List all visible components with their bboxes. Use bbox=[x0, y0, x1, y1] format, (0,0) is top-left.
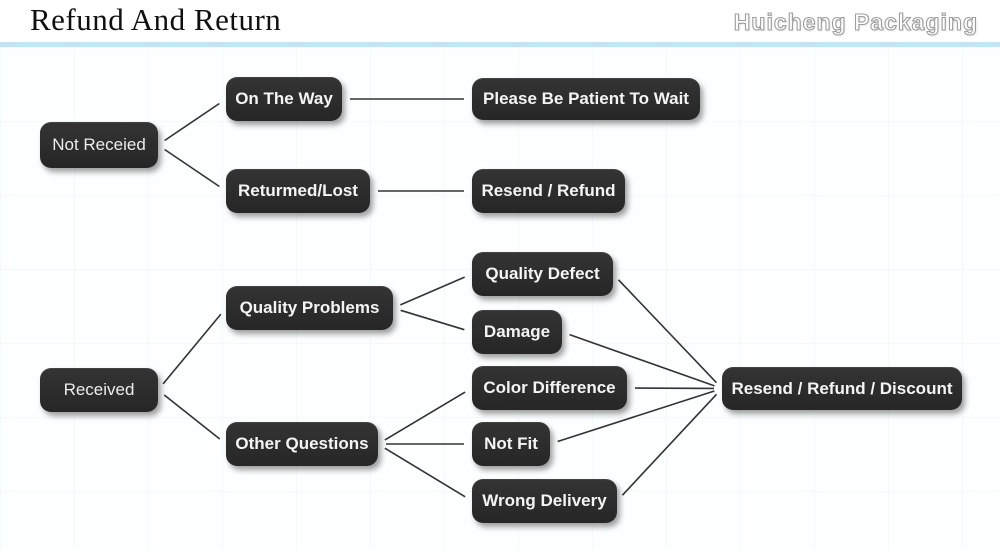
flow-node-other-questions-label: Other Questions bbox=[235, 434, 369, 453]
flow-node-please-wait-label: Please Be Patient To Wait bbox=[483, 89, 689, 108]
flow-node-quality-defect: Quality Defect bbox=[472, 252, 613, 296]
flow-node-resend-refund-discount-label: Resend / Refund / Discount bbox=[731, 378, 953, 398]
flow-node-other-questions: Other Questions bbox=[226, 422, 378, 466]
flow-node-received: Received bbox=[40, 368, 158, 412]
flow-node-returned-lost: Returmed/Lost bbox=[226, 169, 370, 213]
flow-node-not-fit-label: Not Fit bbox=[484, 434, 538, 453]
flow-node-returned-lost-label: Returmed/Lost bbox=[238, 181, 358, 200]
flow-node-not-fit: Not Fit bbox=[472, 422, 550, 466]
flow-node-resend-refund-discount: Resend / Refund / Discount bbox=[722, 367, 962, 410]
flow-node-resend-refund-label: Resend / Refund bbox=[481, 181, 616, 200]
flow-node-not-received: Not Receied bbox=[40, 122, 158, 168]
page-title: Refund And Return bbox=[30, 2, 282, 37]
brand-wordmark: Huicheng Packaging bbox=[733, 8, 978, 35]
header-divider bbox=[0, 42, 1000, 47]
page-header: Refund And Return Huicheng Packaging bbox=[0, 0, 1000, 47]
flow-node-wrong-delivery: Wrong Delivery bbox=[472, 479, 617, 523]
flow-node-on-the-way-label: On The Way bbox=[235, 89, 333, 108]
flow-node-quality-problems-label: Quality Problems bbox=[239, 298, 380, 317]
flow-node-resend-refund: Resend / Refund bbox=[472, 169, 625, 213]
flow-node-color-difference-label: Color Difference bbox=[483, 378, 616, 397]
flow-node-quality-defect-label: Quality Defect bbox=[485, 264, 600, 283]
flow-node-not-received-label: Not Receied bbox=[52, 135, 146, 154]
flow-node-please-wait: Please Be Patient To Wait bbox=[472, 78, 700, 120]
flow-node-on-the-way: On The Way bbox=[226, 77, 342, 121]
flow-node-color-difference: Color Difference bbox=[472, 366, 627, 410]
flow-node-damage: Damage bbox=[472, 310, 562, 354]
flow-node-damage-label: Damage bbox=[483, 322, 551, 341]
flow-node-quality-problems: Quality Problems bbox=[226, 286, 393, 330]
flow-node-received-label: Received bbox=[63, 380, 135, 399]
flow-node-wrong-delivery-label: Wrong Delivery bbox=[482, 491, 607, 510]
